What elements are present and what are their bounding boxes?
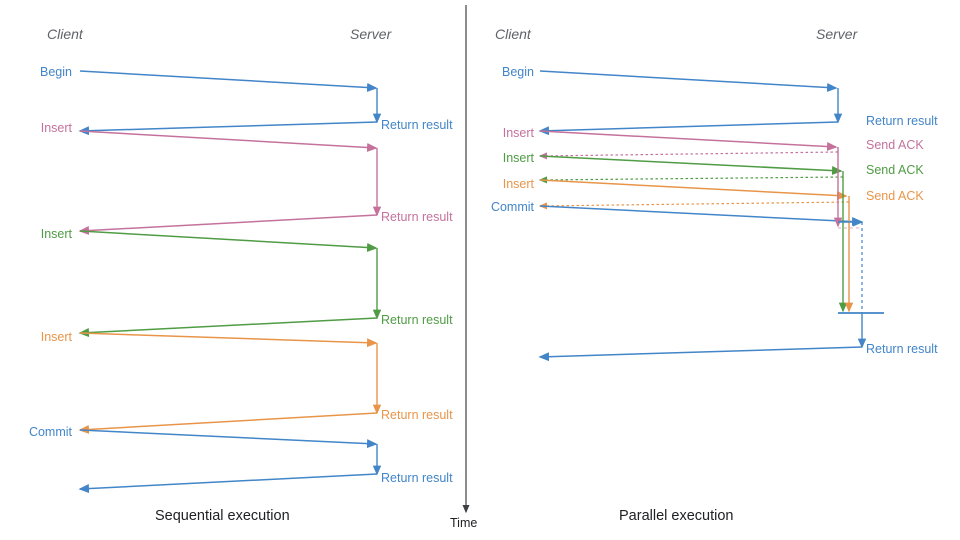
server-header-left: Server <box>350 26 392 42</box>
msg-label-insert-2-sequential: Insert <box>40 227 72 241</box>
msg-label-insert-1-sequential: Insert <box>40 121 72 135</box>
msg-label-insert-2-parallel: Insert <box>502 151 534 165</box>
message-sequential-11-return-result <box>78 412 378 434</box>
msg-label-begin-parallel: Begin <box>502 65 534 79</box>
message-sequential-6-insert <box>79 230 378 252</box>
message-sequential-0-begin <box>79 70 378 92</box>
client-header-right: Client <box>495 26 531 42</box>
msg-label-commit-sequential: Commit <box>28 425 72 439</box>
message-parallel-4-send-ack <box>538 151 839 160</box>
time-axis-label: Time <box>450 516 478 530</box>
message-parallel-6-send-ack <box>538 176 844 184</box>
message-parallel-3-insert <box>539 130 838 152</box>
msg-label-return-4-sequential: Return result <box>381 408 453 422</box>
message-sequential-5-return-result <box>78 214 378 236</box>
message-parallel-7-insert <box>539 179 848 201</box>
msg-label-ack-2-parallel: Send ACK <box>866 163 924 177</box>
msg-label-begin-sequential: Begin <box>40 65 72 79</box>
message-parallel-5-insert <box>539 155 843 176</box>
message-parallel-16-return-result <box>538 346 863 362</box>
message-parallel-9-commit <box>539 205 863 227</box>
message-sequential-14-return-result <box>78 473 378 494</box>
msg-label-ack-1-parallel: Send ACK <box>866 138 924 152</box>
msg-label-return-2-parallel: Return result <box>866 342 938 356</box>
msg-label-insert-3-sequential: Insert <box>40 330 72 344</box>
msg-label-return-1-parallel: Return result <box>866 114 938 128</box>
server-header-right: Server <box>816 26 858 42</box>
client-header-left: Client <box>47 26 83 42</box>
msg-label-return-5-sequential: Return result <box>381 471 453 485</box>
msg-label-insert-3-parallel: Insert <box>502 177 534 191</box>
msg-label-return-2-sequential: Return result <box>381 210 453 224</box>
caption-parallel: Parallel execution <box>619 508 734 524</box>
message-sequential-12-commit <box>79 429 378 449</box>
message-sequential-8-return-result <box>78 317 378 338</box>
message-parallel-0-begin <box>539 70 838 92</box>
msg-label-return-3-sequential: Return result <box>381 313 453 327</box>
msg-label-ack-3-parallel: Send ACK <box>866 189 924 203</box>
message-parallel-8-send-ack <box>538 201 850 210</box>
msg-label-return-1-sequential: Return result <box>381 118 453 132</box>
message-sequential-9-insert <box>79 332 378 348</box>
msg-label-insert-1-parallel: Insert <box>502 126 534 140</box>
caption-sequential: Sequential execution <box>155 508 290 524</box>
msg-label-commit-parallel: Commit <box>490 200 534 214</box>
message-parallel-2-return-result <box>538 121 839 136</box>
message-sequential-1-return-result <box>78 121 378 136</box>
message-sequential-3-insert <box>79 130 378 152</box>
